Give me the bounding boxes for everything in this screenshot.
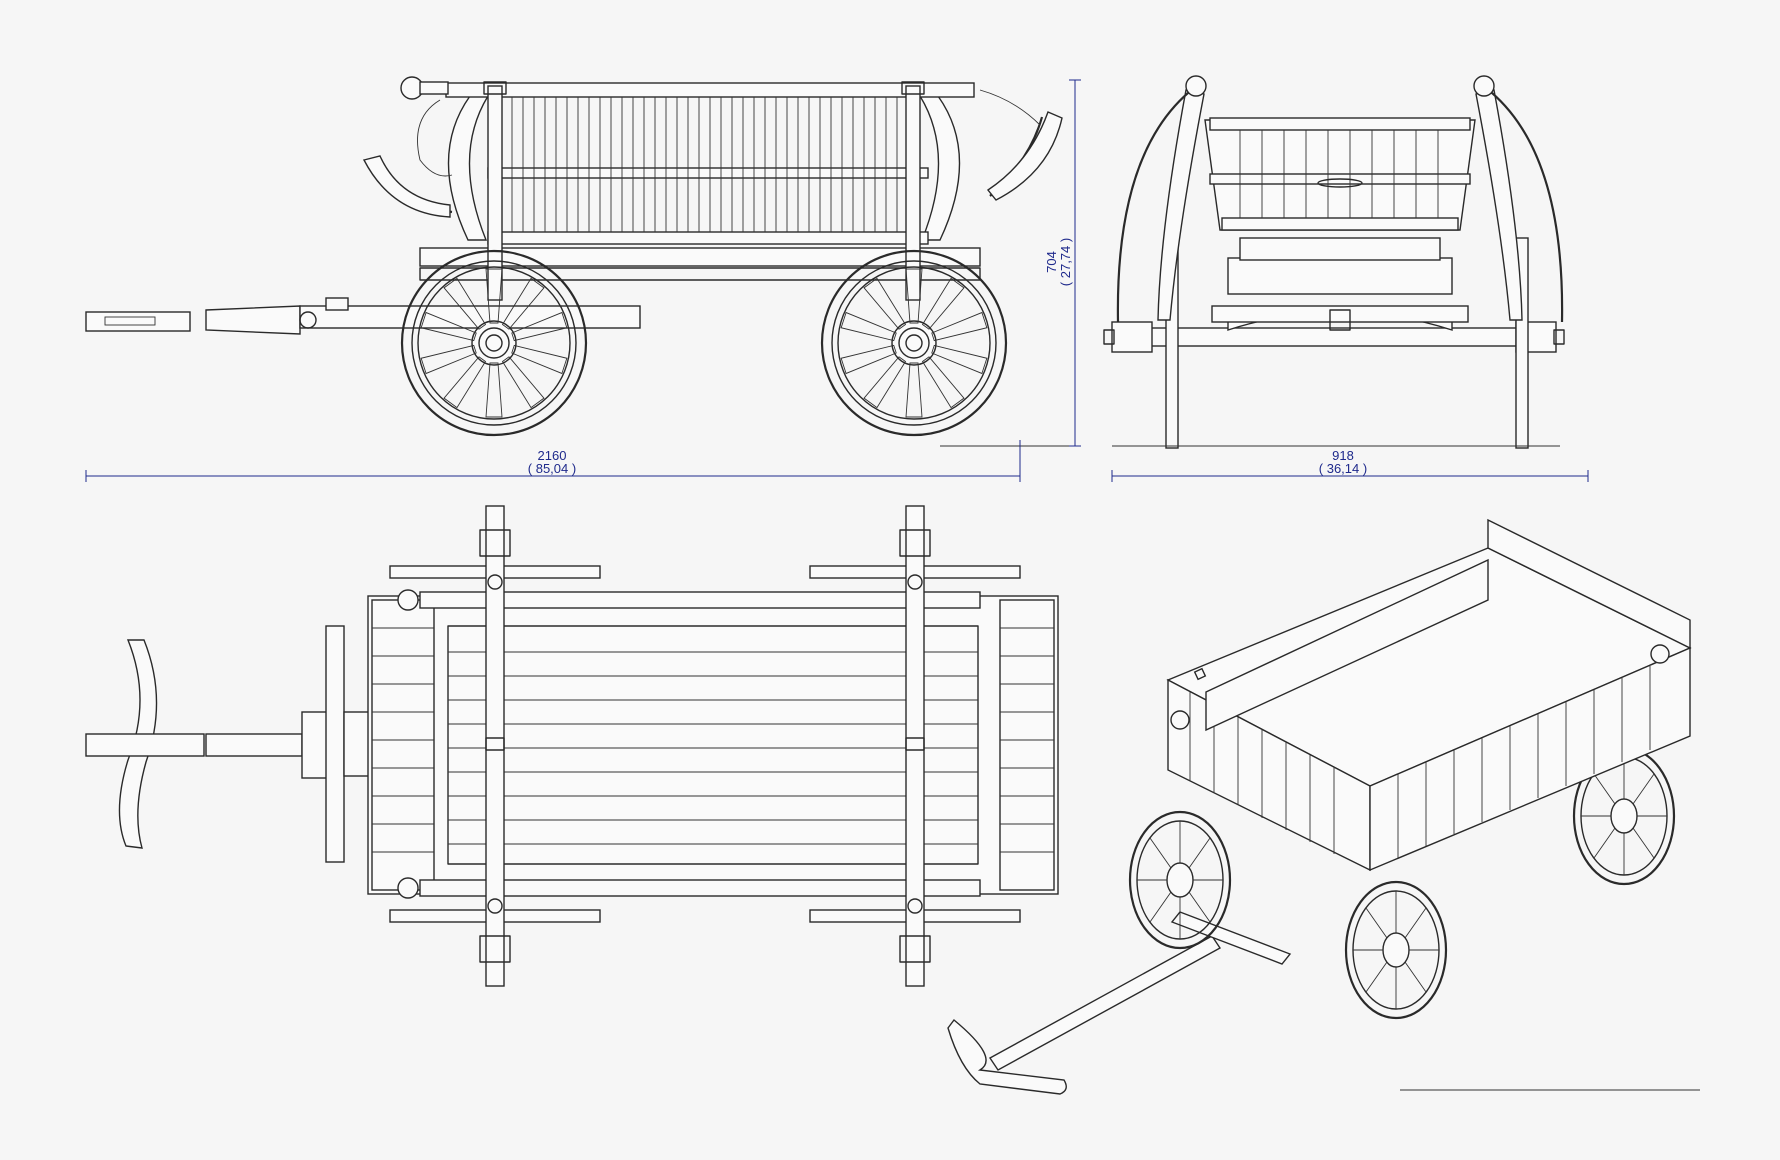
front-view-dimensions: 918 ( 36,14 ) — [1111, 448, 1589, 482]
side-view-dimensions: 2160 ( 85,04 ) 704 ( 27,74 ) — [85, 79, 1081, 482]
length-mm-label: 2160 — [538, 448, 567, 463]
top-view — [85, 505, 1059, 987]
length-in-label: ( 85,04 ) — [528, 461, 576, 476]
isometric-view — [947, 518, 1692, 1095]
front-view — [1103, 75, 1565, 449]
width-mm-label: 918 — [1332, 448, 1354, 463]
height-mm-label: 704 — [1044, 251, 1059, 273]
side-view — [85, 76, 1075, 447]
width-in-label: ( 36,14 ) — [1319, 461, 1367, 476]
height-in-label: ( 27,74 ) — [1058, 238, 1073, 286]
